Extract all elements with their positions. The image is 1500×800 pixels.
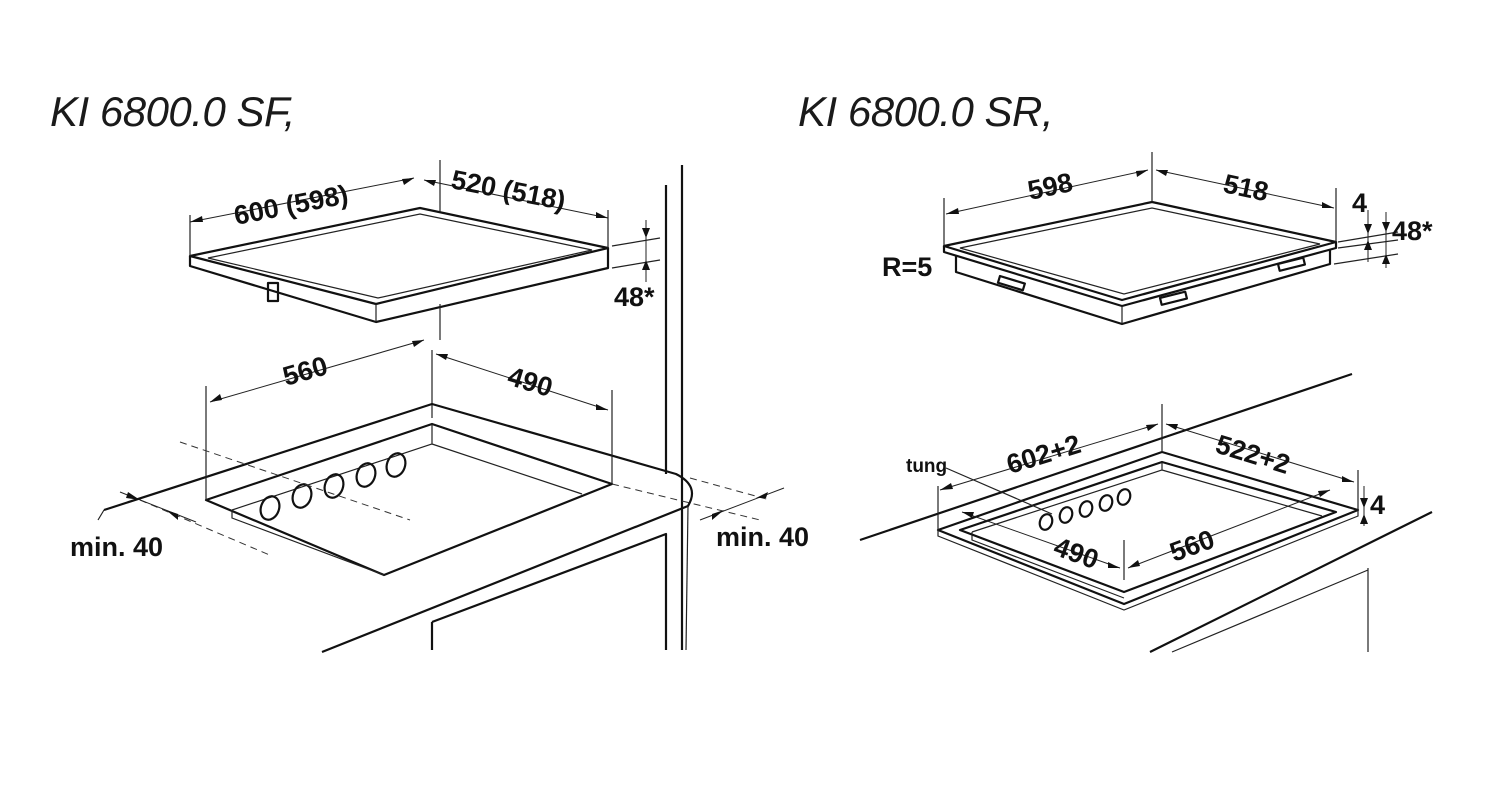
right-recess-depth-label: 522+2 (1212, 429, 1293, 480)
left-cutout-depth-label: 490 (504, 361, 556, 403)
model-title-sf: KI 6800.0 SF, (50, 88, 295, 135)
left-hob-depth-label: 520 (518) (449, 164, 568, 216)
left-hob-height-label: 48* (614, 282, 655, 312)
left-cabinet (430, 532, 668, 650)
left-worktop (103, 402, 694, 654)
left-hob-width-label: 600 (598) (231, 179, 350, 231)
right-corner-radius-label: R=5 (882, 252, 932, 282)
right-hob-width-label: 598 (1025, 167, 1075, 206)
left-hob-drawing: 600 (598) 520 (518) 48* (70, 160, 809, 654)
right-vent-holes (1038, 488, 1132, 531)
right-cutout-depth-label: 490 (1050, 531, 1103, 575)
left-vent-holes (259, 452, 407, 521)
left-hob-side (188, 248, 610, 324)
right-recess-width-label: 602+2 (1003, 429, 1084, 480)
right-cutout-width-label: 560 (1166, 524, 1219, 568)
right-worktop (859, 372, 1433, 653)
right-hob-height-label: 48* (1392, 216, 1433, 246)
right-hob-depth-label: 518 (1221, 169, 1271, 208)
left-hob-bracket (266, 281, 280, 303)
right-hob-drawing: 598 518 4 48* R=5 (859, 152, 1433, 653)
right-hob-inner-edge (959, 207, 1321, 295)
model-title-sr: KI 6800.0 SR, (798, 88, 1054, 135)
left-wall (664, 165, 684, 650)
left-cutout (204, 422, 614, 577)
right-frame-height-label: 4 (1352, 188, 1367, 218)
right-tung-label: tung (906, 456, 947, 477)
right-recess-inner (958, 460, 1338, 594)
left-cutout-width-label: 560 (279, 351, 331, 392)
right-recess-depth-value-label: 4 (1370, 490, 1385, 520)
left-hob-inner-edge (207, 213, 593, 299)
left-back-clearance-label: min. 40 (716, 522, 809, 552)
left-front-clearance-label: min. 40 (70, 532, 163, 562)
